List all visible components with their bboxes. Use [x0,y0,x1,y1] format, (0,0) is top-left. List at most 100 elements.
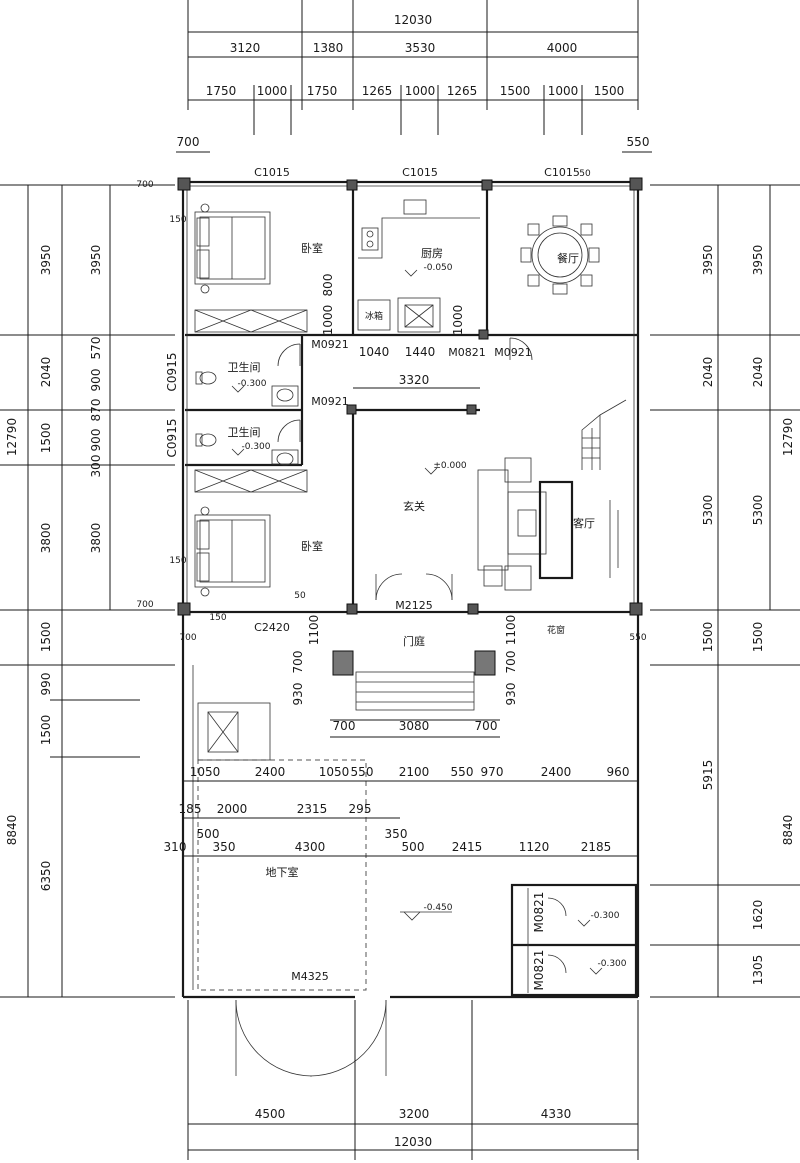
entry-dimensions: 700 3080 700 1040 1440 3320 [330,345,500,738]
misc-dim-150a: 150 [169,215,186,225]
hall-width-dim: 3320 [399,373,430,387]
wardrobe-lower-icon [194,469,308,493]
room-labels: 卧室 厨房 餐厅 卫生间 卫生间 玄关 客厅 卧室 门庭 地下室 花窗 [228,241,596,879]
right-dim-1: 3950 [701,245,715,276]
left-dim-2: 2040 [39,357,53,388]
entry-dim-3: 700 [475,719,498,733]
right-dim-6: 1620 [751,900,765,931]
top-sub-dim-5: 1000 [405,84,436,98]
base-b-dim-8: 1120 [519,840,550,854]
top-dimensions: 12030 3120 1380 3530 4000 1750 1000 1750… [176,0,652,153]
kitchen-dim-2: 1440 [405,345,436,359]
level-basement-bath: -0.300 [590,911,619,921]
top-dim-3: 3530 [405,41,436,55]
left-inner-dim-1: 3950 [89,245,103,276]
walls [181,180,640,999]
porch-steps [330,671,500,721]
top-dim-2: 1380 [313,41,344,55]
window-c2420: C2420 [254,621,290,634]
left-dim-7: 1500 [39,715,53,746]
top-sub-dim-1: 1750 [206,84,237,98]
top-sub-dim-8: 1000 [548,84,579,98]
room-label-basement: 地下室 [266,865,299,879]
room-label-bath-lower: 卫生间 [228,425,261,439]
window-c1015-1: C1015 [254,166,290,179]
right-inner-dim-1: 3950 [751,245,765,276]
left-dim-1: 3950 [39,245,53,276]
base-b-dim-4: 4300 [295,840,326,854]
level-foyer: ±0.000 [433,461,467,471]
door-m0921-dining: M0921 [494,346,532,359]
window-c0915-upper: C0915 [165,353,179,392]
base-b-dim-6: 500 [402,840,425,854]
right-dim-4: 1500 [701,622,715,653]
window-c1015-2: C1015 [402,166,438,179]
mid-dim-1: 1050 [190,765,221,779]
bottom-dim-1: 4500 [255,1107,286,1121]
columns [177,177,643,676]
top-small-dim-right: 550 [627,135,650,149]
mid-dim-3: 1050 [319,765,350,779]
mid-dim-8: 2400 [541,765,572,779]
left-total-upper: 12790 [5,418,19,456]
level-bath-lower: -0.300 [241,442,270,452]
misc-dim-700e: 700 [179,633,196,643]
stair-icon [581,399,627,470]
left-inner-dim-6: 300 [89,455,103,478]
misc-dim-550: 550 [629,633,646,643]
bed-upper-icon [194,203,271,294]
left-inner-dim-4: 870 [89,399,103,422]
base-a-dim-3: 2315 [297,802,328,816]
left-dim-5: 1500 [39,622,53,653]
bed-lower-icon [194,506,271,597]
top-sub-dim-4: 1265 [362,84,393,98]
base-a-dim-1: 185 [179,802,202,816]
window-c1015-3: C1015 [544,166,580,179]
misc-dim-1100b: 1100 [504,615,518,646]
toilet-lower-icon [195,433,299,466]
right-dim-3: 5300 [701,495,715,526]
room-label-bedroom-lower: 卧室 [301,539,323,553]
mid-dim-4: 550 [351,765,374,779]
right-total-lower: 8840 [781,815,795,846]
top-dim-4: 4000 [547,41,578,55]
dining-table-icon [520,215,600,295]
elevator-shaft-icon [397,297,441,333]
left-dim-6: 990 [39,673,53,696]
top-sub-dim-9: 1500 [594,84,625,98]
misc-dim-800: 800 [321,274,335,297]
misc-dim-700b: 700 [136,600,153,610]
right-dim-5: 5915 [701,760,715,791]
left-dim-3: 1500 [39,423,53,454]
level-bath-upper: -0.300 [237,379,266,389]
top-sub-dim-7: 1500 [500,84,531,98]
left-dimensions: 12790 8840 3950 2040 1500 3800 1500 990 … [0,184,175,998]
top-sub-dim-3: 1750 [307,84,338,98]
left-dim-8: 6350 [39,861,53,892]
lower-elevator-icon [197,702,271,761]
kitchen-dim-1: 1040 [359,345,390,359]
room-label-bath-upper: 卫生间 [228,360,261,374]
base-b-dim-5: 350 [385,827,408,841]
misc-dim-150c: 150 [209,613,226,623]
bottom-dim-3: 4330 [541,1107,572,1121]
opening-codes: C0915 C0915 C2420 M0921 M0921 M0821 M092… [165,338,546,990]
kitchen-counter-icon [358,199,480,259]
room-label-porch: 门庭 [403,634,425,648]
base-a-dim-2: 2000 [217,802,248,816]
misc-dim-1000b: 1000 [451,305,465,336]
right-dim-2: 2040 [701,357,715,388]
right-inner-dim-4: 1500 [751,622,765,653]
fridge-icon: 冰箱 [357,299,391,331]
level-markers: -0.050 -0.300 -0.300 ±0.000 -0.450 -0.30… [231,263,627,975]
right-inner-dim-3: 5300 [751,495,765,526]
top-sub-dim-2: 1000 [257,84,288,98]
base-b-dim-7: 2415 [452,840,483,854]
level-basement-bath-lower: -0.300 [597,959,626,969]
base-b-dim-3: 350 [213,840,236,854]
left-inner-dim-3: 900 [89,369,103,392]
bottom-dim-2: 3200 [399,1107,430,1121]
mid-dim-5: 2100 [399,765,430,779]
misc-dim-50b: 50 [579,169,591,179]
level-kitchen: -0.050 [423,263,452,273]
